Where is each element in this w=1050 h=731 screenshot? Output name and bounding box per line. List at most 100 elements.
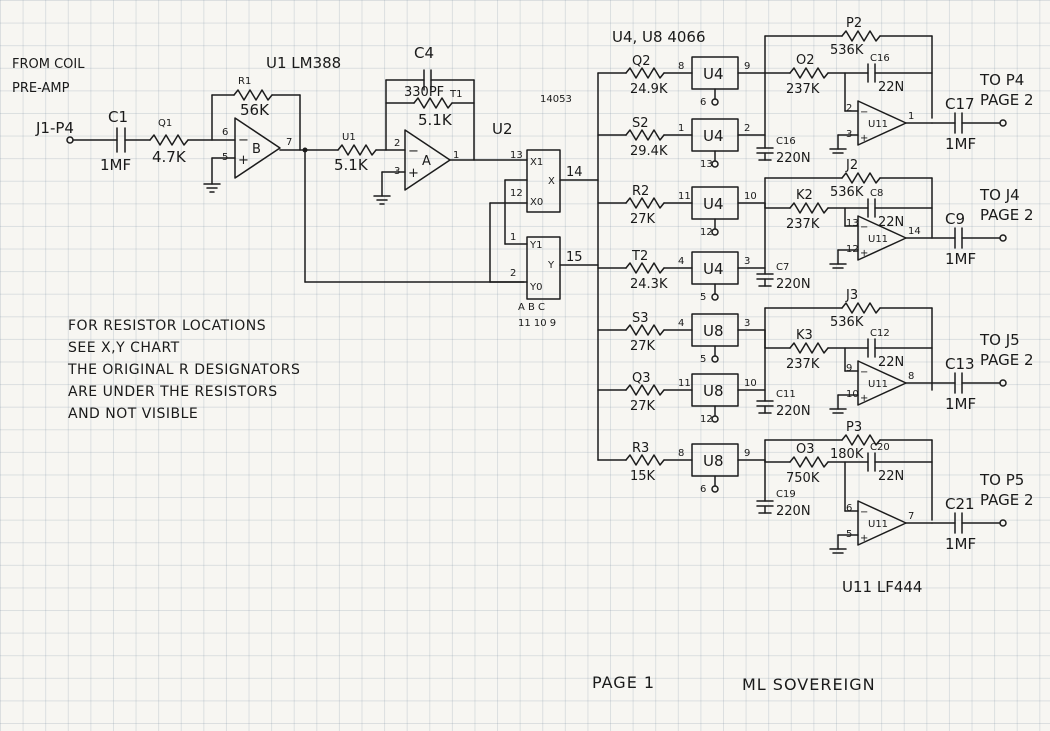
q1-ref: Q1 (158, 118, 172, 129)
opamp-minus: − (860, 107, 868, 118)
input-resistor-value: 237K (786, 357, 820, 372)
analog-switch-name: U4 (703, 65, 724, 83)
integrator-opamp (857, 215, 907, 261)
channel-resistor-value: 24.3K (630, 277, 668, 292)
channel-resistor-value: 15K (630, 469, 656, 484)
u1-label: U1 LM388 (266, 54, 341, 72)
c1-ref: C1 (108, 108, 128, 126)
svg-text:X0: X0 (530, 197, 543, 208)
input-resistor-value: 750K (786, 471, 820, 486)
r1-ref: R1 (238, 76, 251, 87)
analog-switch-name: U8 (703, 382, 724, 400)
input-resistor-ref: K2 (796, 188, 813, 203)
output-destination: TO J5 (979, 331, 1020, 349)
opamp-minus: − (860, 222, 868, 233)
channel-resistor-ref: R2 (632, 184, 649, 199)
integrator-cap-value: 22N (878, 469, 904, 484)
u2-multiplexer: U2 14053 X1 X0 X 13 12 Y1 Y0 Y 1 2 A B C… (489, 72, 599, 461)
output-cap-ref: C21 (945, 495, 975, 513)
feedback-resistor-ref: P2 (846, 16, 862, 31)
channel-resistor (625, 454, 665, 466)
switch-pin: 5 (700, 292, 706, 303)
switch-pin: 1 (678, 123, 684, 134)
u2-y-switch (526, 236, 561, 300)
svg-text:Y1: Y1 (529, 240, 542, 251)
analog-switch-name: U8 (703, 452, 724, 470)
svg-text:+: + (238, 153, 249, 168)
opamp-pin: 7 (908, 511, 914, 522)
channel-resistor-value: 27K (630, 339, 656, 354)
input-resistor-ref: K3 (796, 328, 813, 343)
notes-block: FOR RESISTOR LOCATIONS SEE X,Y CHART THE… (67, 318, 300, 422)
control-terminal (711, 415, 719, 423)
svg-text:7: 7 (286, 137, 292, 148)
switch-pin: 10 (744, 378, 757, 389)
switch-pin: 13 (700, 159, 713, 170)
analog-switch-name: U4 (703, 260, 724, 278)
output-cap-ref: C17 (945, 95, 975, 113)
feedback-resistor-value: 536K (830, 185, 864, 200)
svg-text:Y0: Y0 (529, 282, 542, 293)
channel-resistor (625, 197, 665, 209)
output-page: PAGE 2 (980, 91, 1034, 109)
feedback-resistor-ref: J2 (845, 158, 858, 173)
svg-text:1: 1 (510, 232, 516, 243)
c4-value: 330PF (404, 85, 444, 100)
analog-switch-name: U4 (703, 127, 724, 145)
switch-pin: 9 (744, 61, 750, 72)
channel-resistor-ref: S2 (632, 116, 649, 131)
integrator-cap-ref: C16 (870, 53, 890, 64)
input-resistor (789, 67, 829, 79)
q1-resistor (149, 134, 189, 146)
note-line: SEE X,Y CHART (68, 340, 180, 356)
feedback-resistor (841, 172, 881, 184)
opamp-pin: 2 (846, 103, 852, 114)
channel-resistor-value: 29.4K (630, 144, 668, 159)
integrator-cap-value: 22N (878, 215, 904, 230)
opamp-b-name: B (252, 142, 261, 157)
feedback-resistor-ref: J3 (845, 288, 858, 303)
output-terminal (999, 379, 1007, 387)
channel-resistor-ref: S3 (632, 311, 649, 326)
opamp-plus: + (860, 133, 868, 144)
svg-text:X: X (548, 176, 555, 187)
output-terminal (999, 234, 1007, 242)
control-terminal (711, 355, 719, 363)
output-terminal (999, 119, 1007, 127)
svg-text:−: − (408, 144, 419, 159)
channel-resistor (625, 262, 665, 274)
output-destination: TO P4 (979, 71, 1024, 89)
integrator-cap-ref: C20 (870, 442, 890, 453)
u1-res-ref: U1 (342, 132, 356, 143)
channel-resistor-ref: R3 (632, 441, 649, 456)
note-line: AND NOT VISIBLE (68, 406, 198, 422)
output-cap-value: 1MF (945, 135, 976, 153)
switch-pin: 8 (678, 61, 684, 72)
svg-text:2: 2 (394, 138, 400, 149)
output-page: PAGE 2 (980, 491, 1034, 509)
switch-pin: 10 (744, 191, 757, 202)
output-terminal (999, 519, 1007, 527)
output-cap-ref: C13 (945, 355, 975, 373)
feedback-resistor-value: 536K (830, 43, 864, 58)
switch-pin: 12 (700, 227, 713, 238)
svg-text:−: − (238, 133, 249, 148)
input-resistor (789, 456, 829, 468)
channel-resistor-value: 24.9K (630, 82, 668, 97)
r1-resistor (233, 89, 273, 101)
u2-abc: A B C (518, 302, 545, 313)
input-resistor-ref: O2 (796, 53, 815, 68)
output-destination: TO P5 (979, 471, 1024, 489)
opamp-minus: − (860, 367, 868, 378)
u2-label: U2 (492, 120, 513, 138)
output-cap-value: 1MF (945, 395, 976, 413)
output-page: PAGE 2 (980, 351, 1034, 369)
capacitor-value: 220N (776, 277, 811, 292)
